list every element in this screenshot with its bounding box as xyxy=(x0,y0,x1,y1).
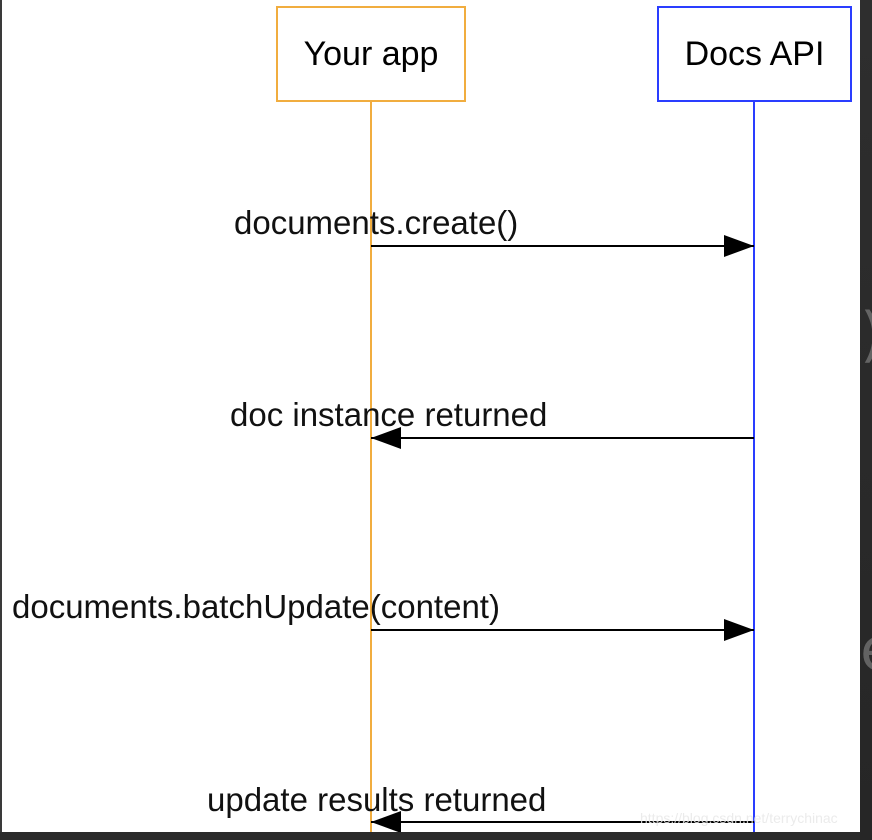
background-edge: ) e xyxy=(860,0,872,840)
diagram-lines xyxy=(370,102,755,832)
background-glyph: ) xyxy=(860,305,872,365)
message-label-create: documents.create() xyxy=(234,204,519,241)
background-glyph: e xyxy=(860,620,872,680)
message-label-results-returned: update results returned xyxy=(207,781,547,818)
watermark: https://blog.csdn.net/terrychinac xyxy=(640,810,838,826)
message-label-batch-update: documents.batchUpdate(content) xyxy=(12,588,500,625)
actor-your-app: Your app xyxy=(276,6,466,102)
actor-your-app-label: Your app xyxy=(303,34,439,73)
actor-docs-api: Docs API xyxy=(657,6,852,102)
message-label-doc-returned: doc instance returned xyxy=(230,396,548,433)
actor-docs-api-label: Docs API xyxy=(684,34,825,73)
sequence-diagram: Your app Docs API documents.create() doc… xyxy=(0,0,860,832)
